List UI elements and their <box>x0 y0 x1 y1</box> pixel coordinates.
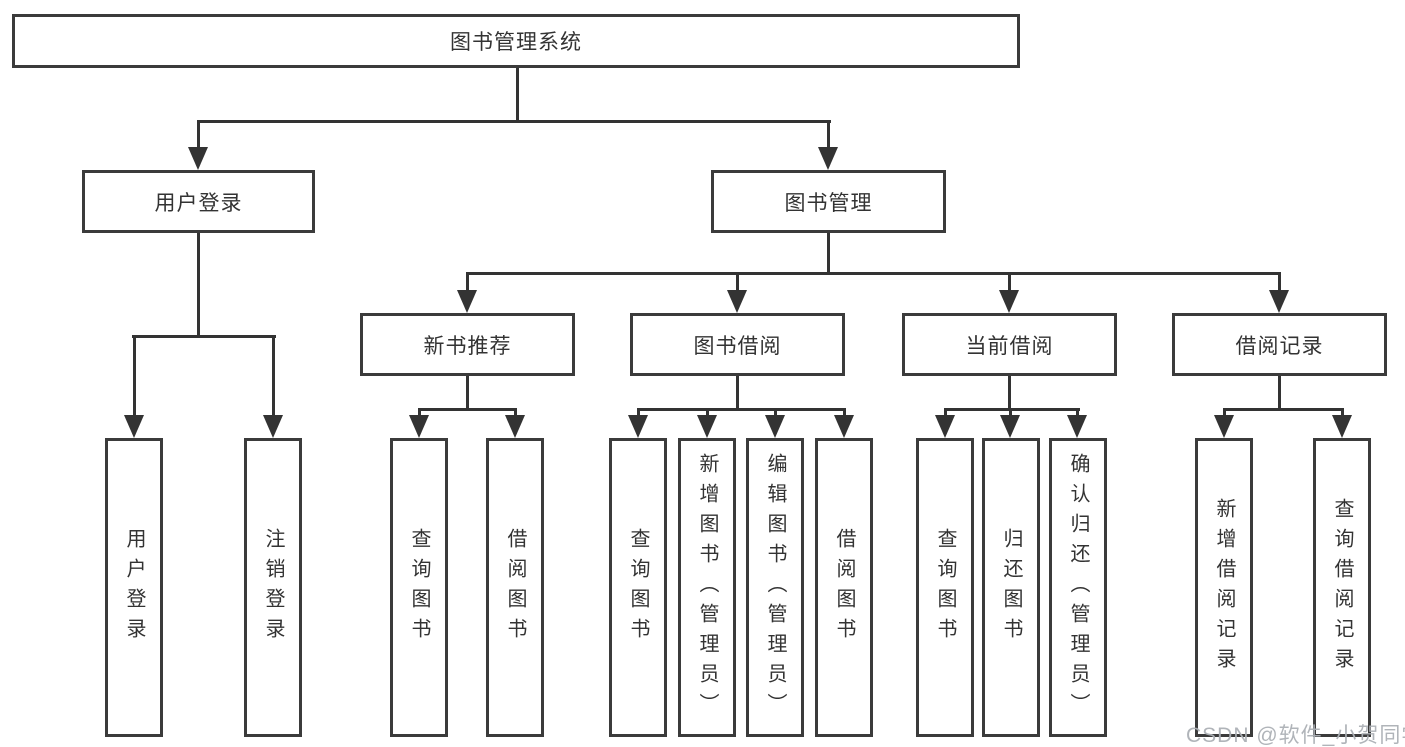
arrowhead-down-icon <box>1332 415 1352 438</box>
node-label: 借阅图书 <box>833 527 855 648</box>
node-label: 用户登录 <box>154 191 243 215</box>
line-segment <box>736 376 739 410</box>
line-segment <box>1008 376 1011 410</box>
arrowhead-down-icon <box>1067 415 1087 438</box>
leaf-recommend-query-books: 查询图书 <box>390 438 448 737</box>
leaf-borrow-edit-books-admin: 编辑图书（管理员） <box>746 438 804 737</box>
arrowhead-down-icon <box>505 415 525 438</box>
node-label: 借阅图书 <box>504 527 526 648</box>
arrowhead-down-icon <box>1214 415 1234 438</box>
node-label: 查询图书 <box>627 527 649 648</box>
node-label: 查询图书 <box>408 527 430 648</box>
line-segment <box>843 411 846 416</box>
line-segment <box>418 411 421 416</box>
node-label: 归还图书 <box>1000 527 1022 648</box>
line-segment <box>514 411 517 416</box>
node-label: 图书借阅 <box>693 334 782 358</box>
node-label: 当前借阅 <box>965 334 1054 358</box>
leaf-current-query-books: 查询图书 <box>916 438 974 737</box>
node-label: 新书推荐 <box>423 334 512 358</box>
arrowhead-down-icon <box>124 415 144 438</box>
line-segment <box>827 122 830 148</box>
line-segment <box>1223 408 1344 411</box>
line-segment <box>1341 411 1344 416</box>
node-book-management: 图书管理 <box>711 170 946 233</box>
line-segment <box>944 408 1080 411</box>
node-label: 图书管理 <box>784 191 873 215</box>
node-user-login: 用户登录 <box>82 170 315 233</box>
leaf-logout: 注销登录 <box>244 438 302 737</box>
line-segment <box>466 275 469 291</box>
line-segment <box>1009 411 1012 416</box>
line-segment <box>466 272 1281 275</box>
leaf-user-login: 用户登录 <box>105 438 163 737</box>
line-segment <box>1278 376 1281 410</box>
arrowhead-down-icon <box>188 147 208 170</box>
leaf-borrow-add-books-admin: 新增图书（管理员） <box>678 438 736 737</box>
leaf-current-confirm-return-admin: 确认归还（管理员） <box>1049 438 1107 737</box>
arrowhead-down-icon <box>727 290 747 313</box>
node-label: 编辑图书（管理员） <box>764 452 786 723</box>
line-segment <box>466 376 469 410</box>
line-segment <box>132 335 276 338</box>
line-segment <box>516 68 519 122</box>
line-segment <box>637 408 846 411</box>
leaf-borrow-borrow-books: 借阅图书 <box>815 438 873 737</box>
node-label: 新增借阅记录 <box>1213 497 1235 678</box>
line-segment <box>637 411 640 416</box>
arrowhead-down-icon <box>697 415 717 438</box>
arrowhead-down-icon <box>1000 415 1020 438</box>
node-label: 新增图书（管理员） <box>696 452 718 723</box>
arrowhead-down-icon <box>765 415 785 438</box>
arrowhead-down-icon <box>263 415 283 438</box>
leaf-borrow-query-books: 查询图书 <box>609 438 667 737</box>
line-segment <box>827 233 830 274</box>
line-segment <box>1278 275 1281 291</box>
node-book-borrow: 图书借阅 <box>630 313 845 376</box>
line-segment <box>272 338 275 415</box>
line-segment <box>1223 411 1226 416</box>
arrowhead-down-icon <box>818 147 838 170</box>
line-segment <box>133 338 136 415</box>
arrowhead-down-icon <box>457 290 477 313</box>
node-new-book-recommend: 新书推荐 <box>360 313 575 376</box>
node-borrow-records: 借阅记录 <box>1172 313 1387 376</box>
arrowhead-down-icon <box>628 415 648 438</box>
arrowhead-down-icon <box>834 415 854 438</box>
line-segment <box>1008 275 1011 291</box>
arrowhead-down-icon <box>409 415 429 438</box>
leaf-records-query-record: 查询借阅记录 <box>1313 438 1371 737</box>
node-label: 查询借阅记录 <box>1331 497 1353 678</box>
line-segment <box>706 411 709 416</box>
leaf-recommend-borrow-books: 借阅图书 <box>486 438 544 737</box>
node-current-borrow: 当前借阅 <box>902 313 1117 376</box>
watermark: CSDN @软件_小贺同学 <box>1186 724 1405 747</box>
node-label: 图书管理系统 <box>450 31 582 54</box>
line-segment <box>736 275 739 291</box>
node-root: 图书管理系统 <box>12 14 1020 68</box>
node-label: 查询图书 <box>934 527 956 648</box>
node-label: 借阅记录 <box>1235 334 1324 358</box>
leaf-records-add-record: 新增借阅记录 <box>1195 438 1253 737</box>
line-segment <box>944 411 947 416</box>
node-label: 用户登录 <box>123 527 145 648</box>
arrowhead-down-icon <box>999 290 1019 313</box>
leaf-current-return-books: 归还图书 <box>982 438 1040 737</box>
line-segment <box>418 408 517 411</box>
line-segment <box>774 411 777 416</box>
line-segment <box>197 233 200 337</box>
line-segment <box>197 122 200 148</box>
node-label: 注销登录 <box>262 527 284 648</box>
line-segment <box>1076 411 1079 416</box>
arrowhead-down-icon <box>1269 290 1289 313</box>
node-label: 确认归还（管理员） <box>1067 452 1089 723</box>
line-segment <box>197 120 831 123</box>
arrowhead-down-icon <box>935 415 955 438</box>
